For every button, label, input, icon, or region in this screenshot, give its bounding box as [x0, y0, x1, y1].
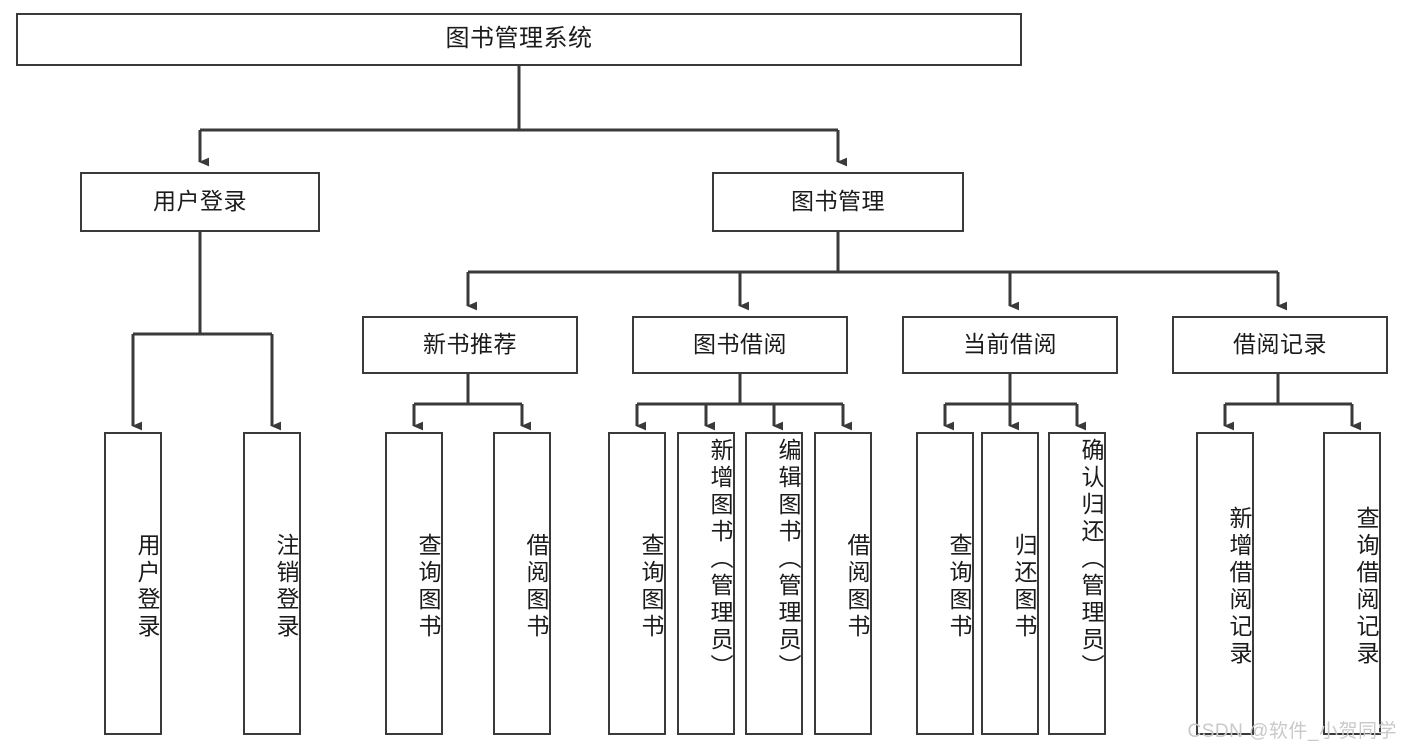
leaf-user-login-login[interactable]: 用户登录 — [104, 432, 162, 735]
leaf-book-borrow-edit[interactable]: 编辑图书（管理员） — [745, 432, 803, 735]
node-book-management[interactable]: 图书管理 — [712, 172, 964, 232]
node-book-borrow[interactable]: 图书借阅 — [632, 316, 848, 374]
node-root-system[interactable]: 图书管理系统 — [16, 13, 1022, 66]
leaf-borrow-record-add[interactable]: 新增借阅记录 — [1196, 432, 1254, 735]
node-current-borrow[interactable]: 当前借阅 — [902, 316, 1118, 374]
node-new-book-recommend[interactable]: 新书推荐 — [362, 316, 578, 374]
leaf-book-borrow-add[interactable]: 新增图书（管理员） — [677, 432, 735, 735]
leaf-user-login-logout[interactable]: 注销登录 — [243, 432, 301, 735]
leaf-new-book-query[interactable]: 查询图书 — [385, 432, 443, 735]
leaf-book-borrow-borrow[interactable]: 借阅图书 — [814, 432, 872, 735]
node-user-login[interactable]: 用户登录 — [80, 172, 320, 232]
node-borrow-record[interactable]: 借阅记录 — [1172, 316, 1388, 374]
leaf-book-borrow-query[interactable]: 查询图书 — [608, 432, 666, 735]
leaf-borrow-record-query[interactable]: 查询借阅记录 — [1323, 432, 1381, 735]
leaf-current-borrow-query[interactable]: 查询图书 — [916, 432, 974, 735]
leaf-current-borrow-return[interactable]: 归还图书 — [981, 432, 1039, 735]
leaf-new-book-borrow[interactable]: 借阅图书 — [493, 432, 551, 735]
leaf-current-borrow-confirm-return[interactable]: 确认归还（管理员） — [1048, 432, 1106, 735]
